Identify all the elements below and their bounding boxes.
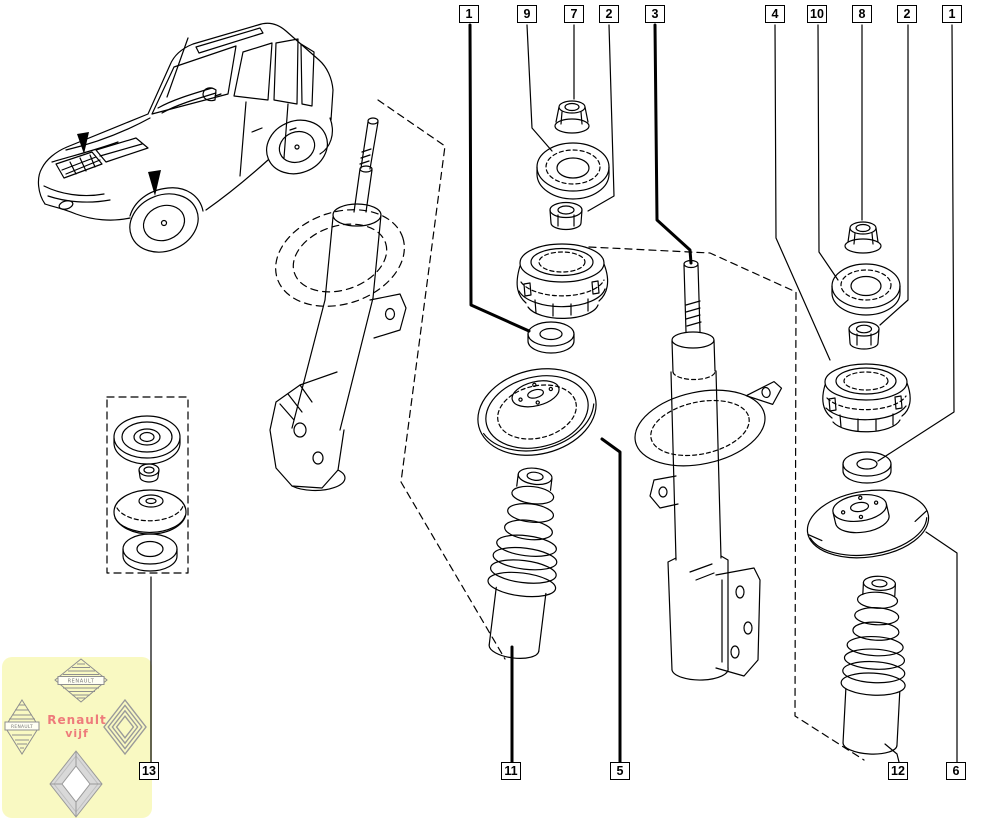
bearing-washer-center — [527, 321, 575, 354]
kit-washer — [122, 533, 178, 572]
bearing-washer-right — [842, 451, 892, 484]
small-nut-right — [848, 321, 880, 350]
spring-seat-right — [806, 489, 930, 559]
callout-10[interactable]: 10 — [807, 5, 827, 23]
strut-mount-exploded-right — [806, 221, 930, 755]
upper-cup-washer — [536, 142, 610, 200]
roof-rails — [195, 27, 264, 54]
fog-light — [58, 200, 74, 210]
kit-bearing — [113, 415, 181, 465]
piston-rod-nut — [554, 100, 590, 134]
callout-leader-lines — [150, 23, 958, 764]
spring-seat-ring-ghost — [275, 209, 405, 307]
lower-knuckle-bracket — [269, 371, 345, 489]
renault-watermark: RENAULT RENAULT — [2, 657, 152, 818]
callout-13[interactable]: 13 — [139, 762, 159, 780]
svg-text:RENAULT: RENAULT — [68, 679, 95, 685]
renault-1992-diamond-logo — [49, 750, 103, 818]
callout-11[interactable]: 11 — [501, 762, 521, 780]
bracket-tab — [649, 475, 679, 509]
headlight — [95, 137, 149, 163]
bump-stop-boot-center — [487, 467, 558, 659]
renault-logos: RENAULT RENAULT — [4, 658, 147, 818]
watermark-text-line1: Renault — [47, 713, 107, 727]
callout-8[interactable]: 8 — [852, 5, 872, 23]
callout-7[interactable]: 7 — [564, 5, 584, 23]
upper-strut-mount-right — [822, 363, 911, 433]
kit-boundary-lines — [377, 99, 865, 761]
rear-wheel — [266, 119, 328, 175]
upper-strut-mount-center — [516, 243, 609, 319]
strut-body-center-right — [634, 259, 783, 681]
callout-3[interactable]: 3 — [645, 5, 665, 23]
piston-rod-nut-right — [844, 221, 882, 254]
callout-6[interactable]: 6 — [946, 762, 966, 780]
callout-4[interactable]: 4 — [765, 5, 785, 23]
callout-2-right[interactable]: 2 — [897, 5, 917, 23]
front-wheel — [129, 193, 199, 253]
welded-spring-seat-ring — [634, 381, 783, 467]
vehicle-illustration — [37, 22, 334, 253]
callout-9[interactable]: 9 — [517, 5, 537, 23]
spring-seat-center — [477, 368, 597, 456]
strut-mount-exploded-center — [477, 100, 610, 659]
mid-bracket — [369, 293, 407, 339]
callout-5[interactable]: 5 — [610, 762, 630, 780]
highlight-arrows — [596, 157, 860, 565]
watermark-text-line2: vijf — [65, 727, 89, 740]
callout-12[interactable]: 12 — [888, 762, 908, 780]
renault-1923-diamond-logo: RENAULT — [54, 658, 108, 703]
grille — [55, 151, 103, 179]
small-nut-center — [549, 201, 583, 231]
strut-location-marker-right — [148, 170, 161, 196]
svg-text:RENAULT: RENAULT — [11, 724, 33, 730]
renault-1919-diamond-logo: RENAULT — [4, 699, 40, 755]
callout-1-left[interactable]: 1 — [459, 5, 479, 23]
mount-kit-13 — [106, 396, 189, 574]
lower-knuckle-bracket-right — [689, 563, 761, 677]
kit-mount-cup — [113, 489, 187, 535]
callout-2-center[interactable]: 2 — [599, 5, 619, 23]
green-arrow-upper-mount-right — [709, 406, 860, 565]
strut-location-marker-left — [77, 132, 89, 154]
renault-1972-diamond-logo — [103, 698, 147, 756]
antenna-line — [166, 37, 189, 98]
kit-nut — [138, 463, 160, 483]
strut-assembly-left — [269, 117, 407, 492]
bump-stop-boot-right — [840, 575, 906, 755]
upper-cup-washer-right — [831, 263, 901, 316]
callout-1-right[interactable]: 1 — [942, 5, 962, 23]
